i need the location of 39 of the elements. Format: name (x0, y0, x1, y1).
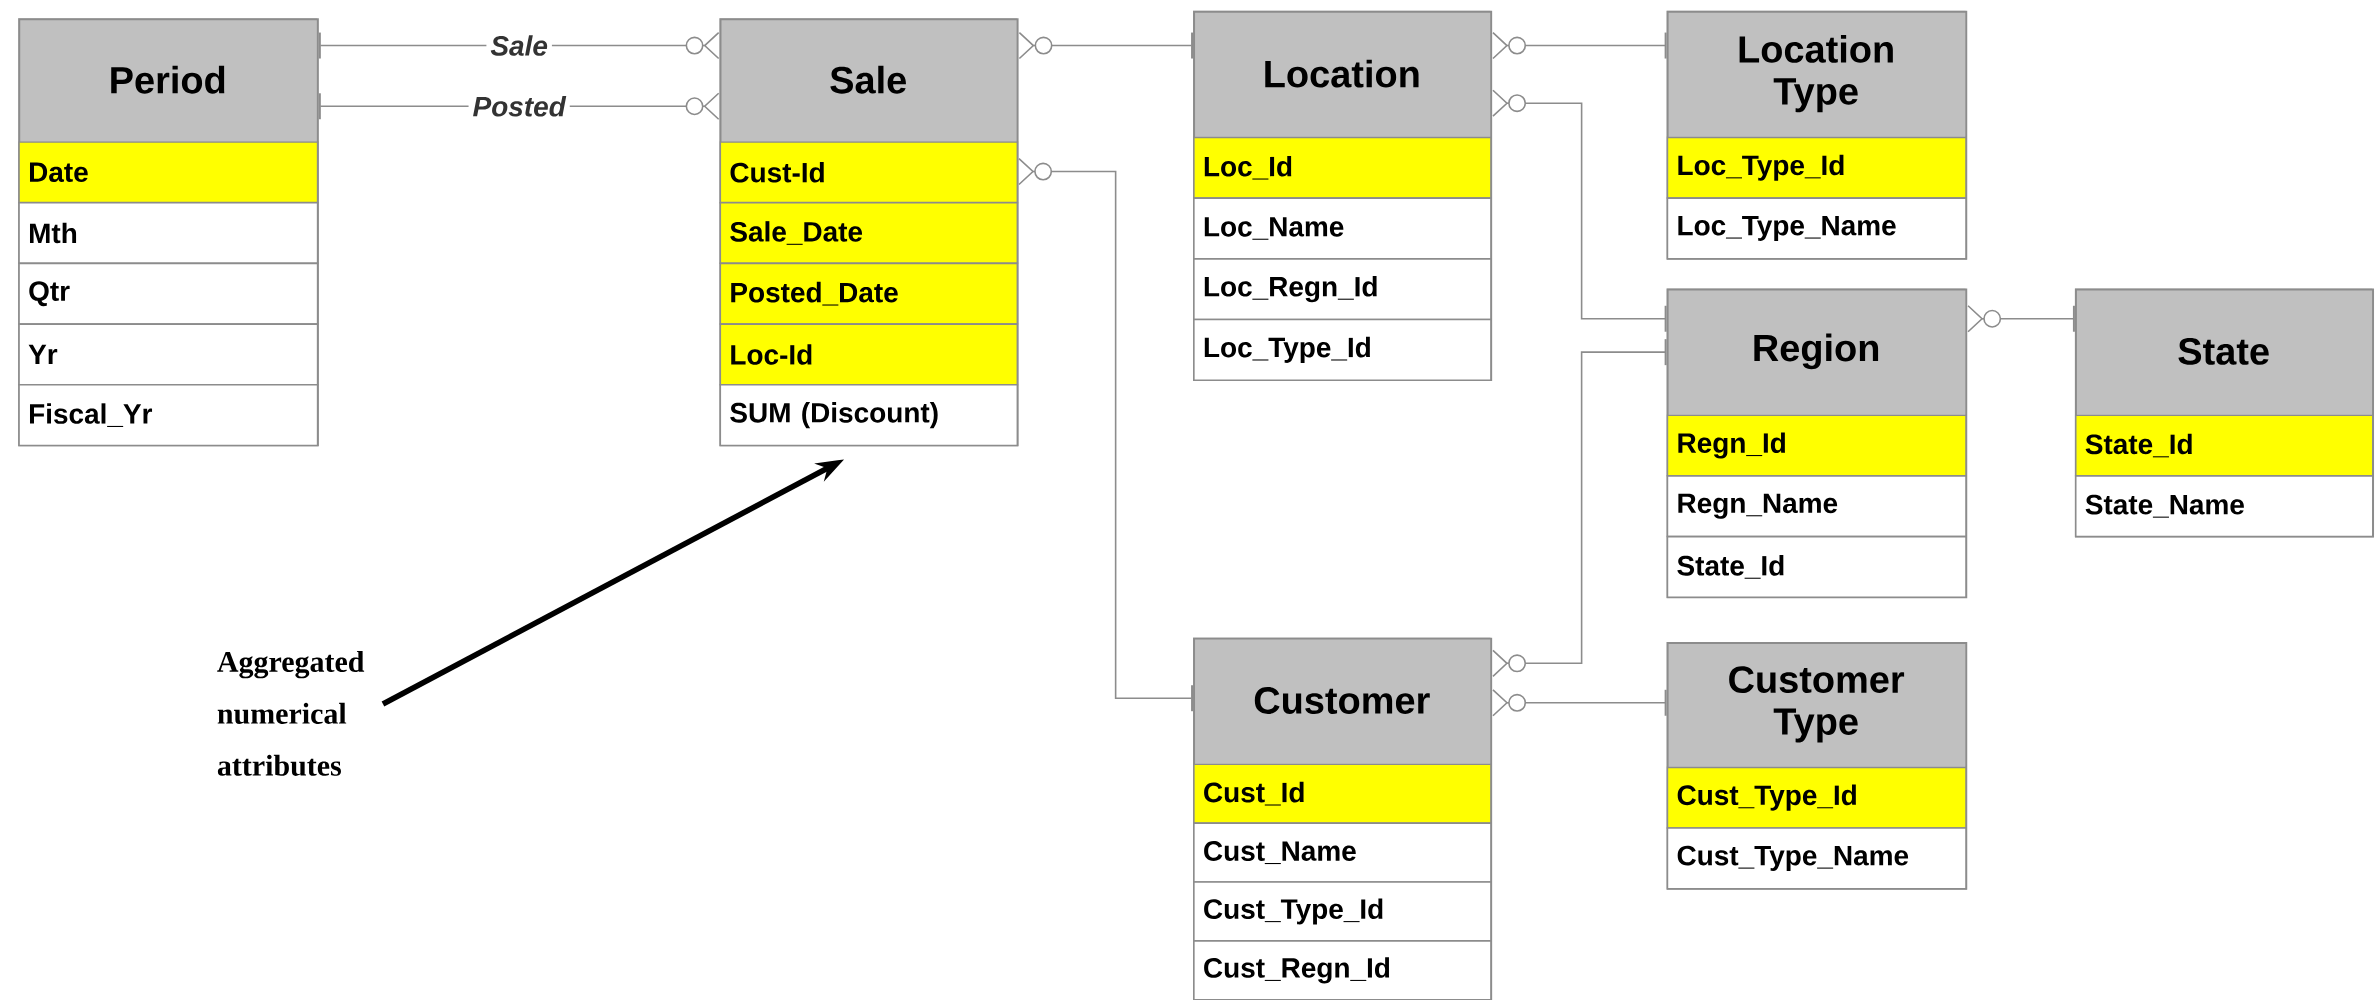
attribute-row: Cust-Id (719, 141, 1019, 204)
attribute-row: Regn_Name (1666, 474, 1967, 538)
attribute-row: Posted_Date (719, 262, 1019, 325)
attribute-row: Date (18, 141, 319, 204)
relationship-line (1967, 304, 2075, 333)
attribute-row: SUM (Discount) (719, 383, 1019, 447)
relationship-line (1492, 31, 1667, 60)
relationship-line (1492, 338, 1667, 677)
annotation-text: Aggregated numerical attributes (217, 650, 365, 776)
attribute-row: Cust_Type_Id (1193, 881, 1492, 942)
attribute-row: State_Id (2074, 414, 2374, 477)
attribute-row: Sale_Date (719, 201, 1019, 264)
attribute-row: Cust_Type_Id (1666, 766, 1967, 829)
attribute-row: Cust_Regn_Id (1193, 940, 1492, 1000)
relationship-line (1018, 31, 1194, 60)
attribute-row: Fiscal_Yr (18, 383, 319, 447)
attribute-row: Mth (18, 201, 319, 264)
edge-label: Sale (490, 35, 548, 56)
attribute-row: Qtr (18, 262, 319, 325)
edge-label: Posted (473, 95, 567, 117)
attribute-row: Loc_Type_Id (1193, 318, 1492, 381)
attribute-row: Loc-Id (719, 323, 1019, 386)
relationship-line (318, 31, 720, 60)
relationship-line (1018, 157, 1194, 713)
node-label: Cust_Regn_Id (1204, 957, 1390, 984)
attribute-row: Loc_Regn_Id (1193, 257, 1492, 321)
attribute-row: Cust_Type_Name (1666, 827, 1967, 890)
relationship-line (1492, 688, 1667, 717)
attribute-row: State_Name (2074, 474, 2374, 538)
attribute-row: Yr (18, 323, 319, 386)
attribute-row: Loc_Type_Id (1666, 136, 1967, 199)
attribute-row: Regn_Id (1666, 414, 1967, 477)
attribute-row: Loc_Type_Name (1666, 197, 1967, 260)
attribute-row: State_Id (1666, 535, 1967, 598)
attribute-row: Cust_Name (1193, 822, 1492, 883)
attribute-row: Loc_Id (1193, 136, 1492, 199)
relationship-line (1492, 89, 1667, 333)
attribute-row: Loc_Name (1193, 197, 1492, 260)
attribute-row: Cust_Id (1193, 763, 1492, 824)
